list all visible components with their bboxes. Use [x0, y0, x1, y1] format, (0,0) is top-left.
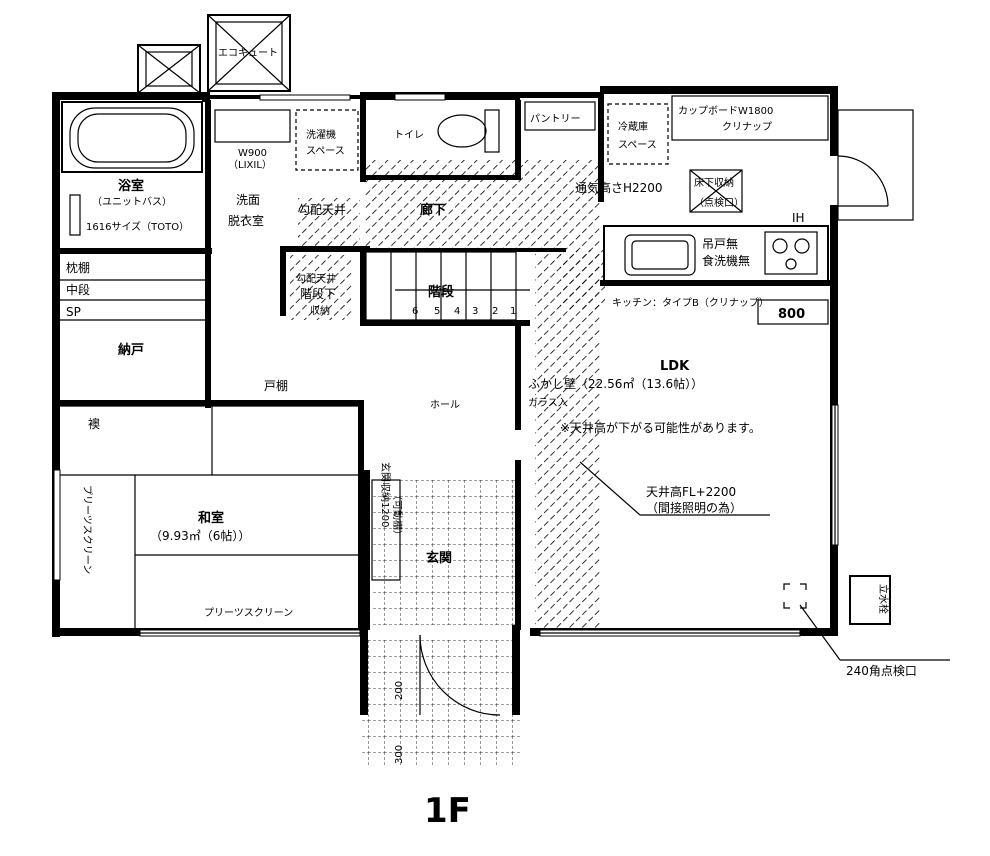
- ceiling-leader-line: [579, 461, 641, 516]
- bathtub: [61, 101, 203, 173]
- stair-step-5: 5: [434, 306, 440, 317]
- staircase: [365, 251, 530, 321]
- interior-walls: [52, 86, 830, 635]
- kitchen-counter: [603, 225, 829, 283]
- ceiling-height-2: （間接照明の為）: [646, 500, 742, 515]
- genkan-label: 玄関: [426, 550, 452, 566]
- under-stairs-label-3: 収納: [310, 304, 330, 317]
- stair-step-1: 1: [510, 306, 516, 317]
- inspection-leader: [799, 604, 841, 661]
- pleats-label-bottom: プリーツスクリーン: [204, 607, 293, 619]
- entrance-door-swing: [419, 634, 501, 716]
- vanity-counter: [214, 109, 291, 143]
- washroom-label-1: 洗面: [236, 193, 260, 207]
- beam-height-label: 通気高さH2200: [575, 180, 663, 195]
- stair-step-6: 6: [412, 306, 418, 317]
- toilet-fixture: [437, 109, 500, 153]
- dimension-300: 300: [394, 745, 405, 764]
- stair-step-3: 3: [472, 306, 478, 317]
- bath-size-label: 1616サイズ（TOTO）: [86, 220, 189, 233]
- windows: [53, 93, 839, 637]
- hood-label-2: 食洗機無: [702, 253, 750, 268]
- inspection-hatch-icon: [783, 583, 807, 609]
- washer-space: [295, 109, 359, 171]
- hall-label: ホール: [430, 399, 460, 411]
- deck: [837, 109, 914, 221]
- genkan-storage-label-1: 玄関収納1200: [379, 462, 392, 527]
- kitchen-label: キッチン：タイプB（クリナップ）: [612, 297, 769, 309]
- fridge-label-2: スペース: [618, 140, 657, 151]
- washitsu-area: （9.93㎡（6帖））: [150, 528, 250, 543]
- under-stairs-label-2: 階段下: [300, 286, 336, 301]
- inspection-label: 240角点検口: [846, 664, 917, 678]
- pantry-label: パントリー: [530, 113, 581, 125]
- ecocute-label: エコキュート: [218, 48, 278, 59]
- door-storage-label: 戸棚: [264, 378, 288, 393]
- bath-label: 浴室: [118, 178, 144, 194]
- cupboard: [671, 95, 829, 141]
- genkan-tile-floor: [372, 480, 517, 625]
- cupboard-label-2: クリナップ: [722, 121, 772, 133]
- bath-unit-label: （ユニットバス）: [92, 196, 172, 208]
- stair-step-2: 2: [492, 306, 498, 317]
- washer-label-1: 洗濯機: [306, 128, 336, 141]
- corridor-label: 廊下: [420, 202, 446, 218]
- slope-ceiling-label: 勾配天井: [298, 203, 346, 217]
- ceiling-height-1: 天井高FL+2200: [646, 484, 736, 499]
- mid-shelf-label: 中段: [66, 282, 90, 297]
- underfloor-label-1: 床下収納: [694, 176, 734, 189]
- ceiling-note: ※天井高が下がる可能性があります。: [560, 420, 761, 435]
- pleats-label-left: プリーツスクリーン: [81, 485, 93, 574]
- toilet-label: トイレ: [394, 130, 424, 141]
- glass-label: ガラス入: [528, 397, 568, 409]
- genkan-storage: [371, 479, 401, 581]
- bath-fixture: [69, 194, 81, 236]
- faucet-label: 立水栓: [877, 584, 890, 614]
- vanity-label-1: W900: [238, 148, 267, 159]
- ih-label: IH: [792, 211, 805, 225]
- underfloor-label-2: （点検口）: [694, 196, 744, 209]
- underfloor-storage: [689, 169, 743, 213]
- hood-label-1: 吊戸無: [702, 236, 738, 251]
- fusuma-label: 襖: [88, 416, 100, 431]
- stair-step-4: 4: [454, 306, 460, 317]
- fridge-space: [607, 103, 669, 165]
- washitsu-label: 和室: [198, 510, 224, 526]
- fridge-label-1: 冷蔵庫: [618, 120, 648, 133]
- kitchen-dimension-box: [757, 299, 829, 325]
- floor-label: 1F: [424, 791, 471, 831]
- porch-tile-floor: [360, 640, 522, 765]
- hatched-slope-ceiling-areas: [290, 160, 605, 635]
- ecocute-units: [137, 14, 291, 94]
- faucet-box: [849, 575, 891, 625]
- ldk-area: ふかし壁（22.56㎡（13.6帖））: [528, 376, 703, 391]
- under-stairs-label-1: 勾配天井: [296, 272, 336, 285]
- closet-label: 納戸: [118, 342, 144, 358]
- washer-label-2: スペース: [306, 146, 345, 157]
- washroom-label-2: 脱衣室: [228, 213, 264, 228]
- stairs-label: 階段: [428, 284, 454, 300]
- cupboard-label-1: カップボードW1800: [678, 105, 773, 117]
- vanity-label-2: （LIXIL）: [228, 159, 272, 171]
- pantry-shelf: [524, 101, 596, 131]
- shelf-label: 枕棚: [66, 260, 90, 275]
- kitchen-dimension: 800: [778, 307, 805, 322]
- kitchen-door-swing: [837, 155, 889, 207]
- tatami-layout: [60, 405, 358, 628]
- dimension-200: 200: [394, 681, 405, 700]
- ldk-label: LDK: [660, 359, 690, 374]
- genkan-storage-label-2: （可動棚）: [391, 490, 404, 540]
- sp-label: SP: [66, 305, 81, 319]
